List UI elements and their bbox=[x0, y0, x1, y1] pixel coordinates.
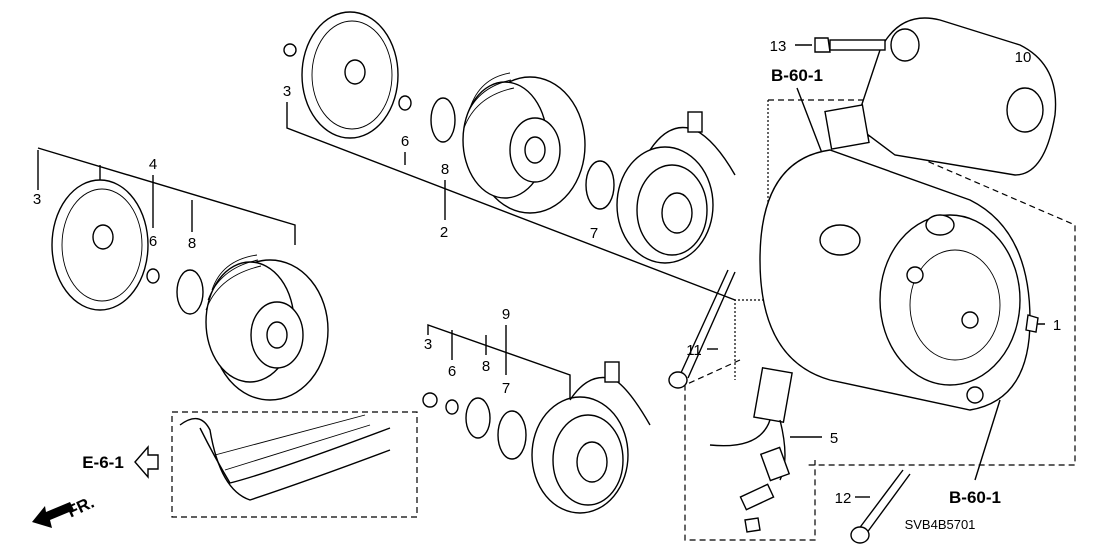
label-4: 4 bbox=[149, 156, 157, 173]
field-coil-top bbox=[616, 111, 736, 264]
reference-b-60-1-bottom[interactable]: B-60-1 bbox=[949, 488, 1001, 507]
snap-ring-top-7 bbox=[585, 160, 615, 210]
pulley-left bbox=[205, 254, 329, 401]
label-8-bottom: 8 bbox=[482, 358, 490, 375]
label-2: 2 bbox=[440, 224, 448, 241]
shim-left bbox=[146, 268, 160, 284]
snap-ring-bottom bbox=[465, 397, 491, 439]
wiring-harness bbox=[709, 366, 793, 533]
shim-bottom bbox=[445, 399, 459, 415]
shim-top bbox=[398, 95, 412, 111]
label-3-top: 3 bbox=[283, 83, 291, 100]
label-8-left: 8 bbox=[188, 235, 196, 252]
reference-b-60-1-top[interactable]: B-60-1 bbox=[771, 66, 823, 85]
label-6-bottom: 6 bbox=[448, 363, 456, 380]
pulley-top bbox=[462, 72, 586, 214]
label-10: 10 bbox=[1015, 49, 1032, 66]
snap-ring-left bbox=[176, 269, 204, 315]
clutch-plate-left bbox=[51, 179, 149, 311]
label-6-top: 6 bbox=[401, 133, 409, 150]
compressor bbox=[759, 149, 1031, 411]
snap-ring-top bbox=[430, 97, 456, 143]
nut-bottom bbox=[422, 392, 438, 408]
diagram-code: SVB4B5701 bbox=[905, 517, 976, 532]
reference-e-6-1[interactable]: E-6-1 bbox=[82, 453, 124, 472]
label-7-bottom: 7 bbox=[502, 380, 510, 397]
field-coil-bottom bbox=[531, 361, 651, 514]
relief-valve-1 bbox=[1025, 314, 1039, 333]
label-8-top: 8 bbox=[441, 161, 449, 178]
front-arrow-icon bbox=[32, 502, 74, 528]
label-7-top: 7 bbox=[590, 225, 598, 242]
hollow-arrow-left-icon bbox=[134, 445, 159, 479]
snap-ring-bottom-7 bbox=[497, 410, 527, 460]
bracket-plate bbox=[824, 104, 870, 150]
compressor-bracket bbox=[854, 17, 1057, 176]
bolt-12 bbox=[850, 469, 911, 544]
front-label: FR. bbox=[64, 493, 97, 522]
bolt-11 bbox=[668, 269, 736, 389]
clutch-plate-top bbox=[283, 11, 399, 139]
drive-belt bbox=[179, 414, 391, 501]
label-6-left: 6 bbox=[149, 233, 157, 250]
label-9: 9 bbox=[502, 306, 510, 323]
bolt-13 bbox=[814, 37, 886, 53]
label-13: 13 bbox=[770, 38, 787, 55]
label-3-bottom: 3 bbox=[424, 336, 432, 353]
label-3-left: 3 bbox=[33, 191, 41, 208]
label-12: 12 bbox=[835, 490, 852, 507]
label-5: 5 bbox=[830, 430, 838, 447]
label-11: 11 bbox=[686, 342, 702, 359]
label-1: 1 bbox=[1053, 317, 1061, 334]
